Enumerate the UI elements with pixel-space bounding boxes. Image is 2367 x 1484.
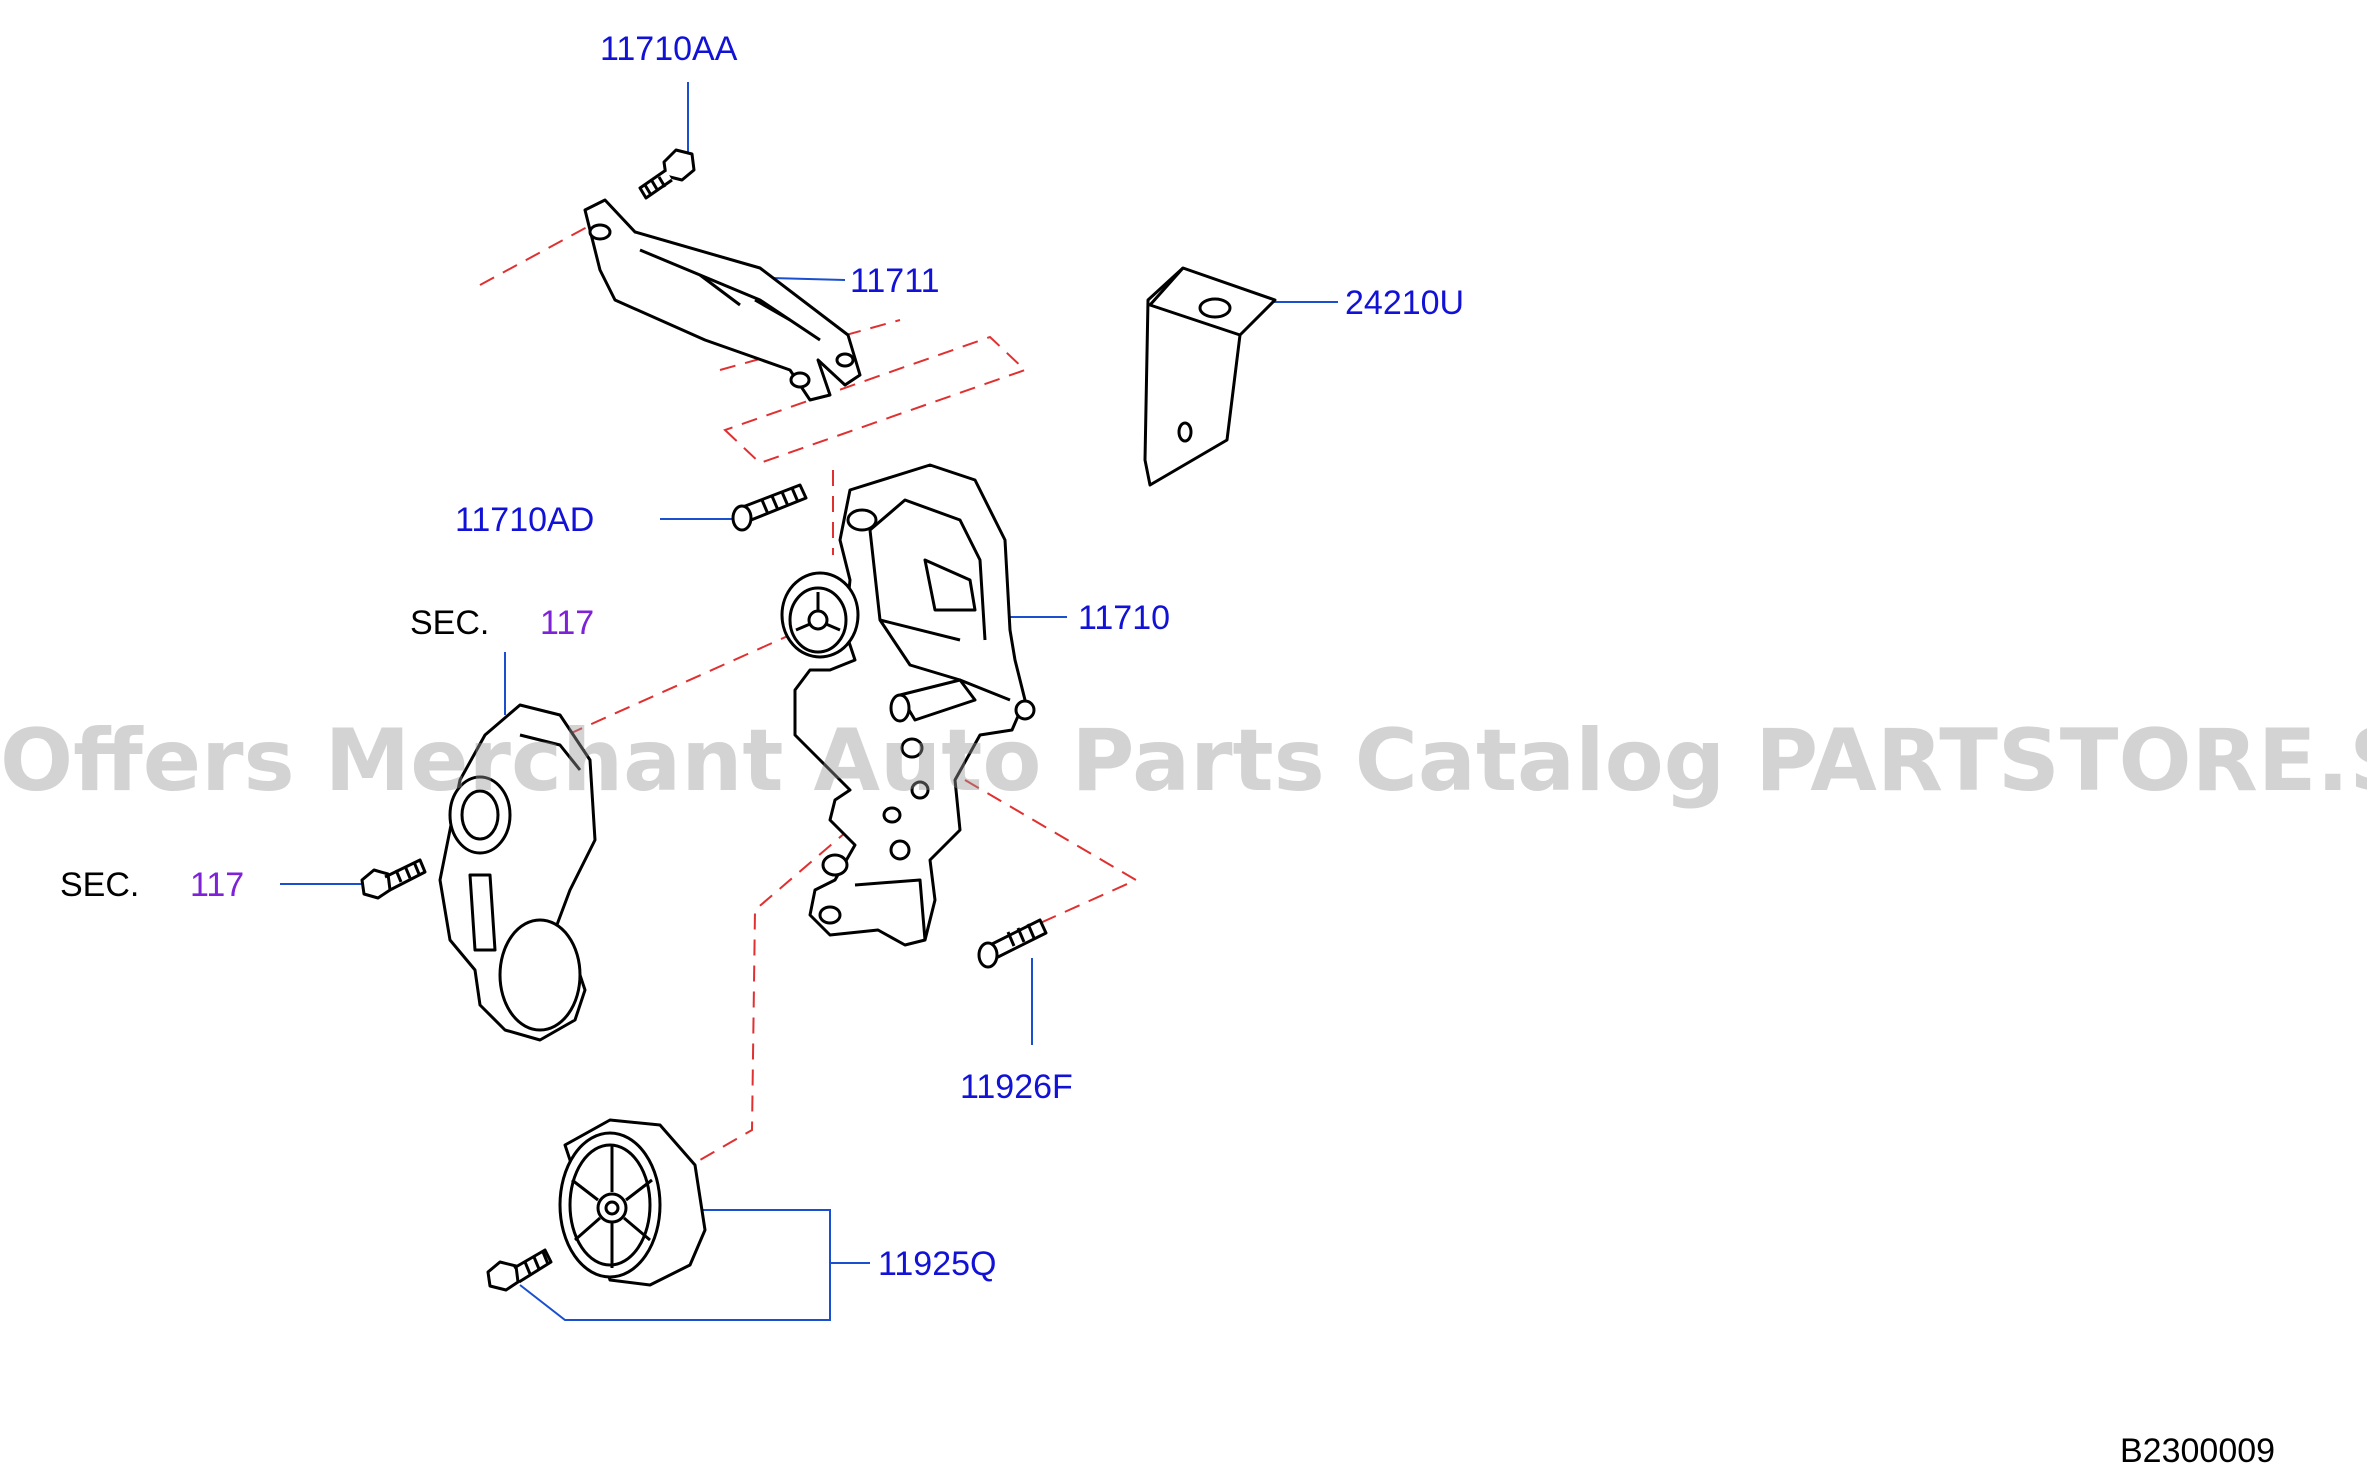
bolt-11710aa [638,148,696,200]
bolt-11710ad [731,483,808,532]
bolt-11926f [977,918,1048,969]
part-callout-11710ad[interactable]: 11710AD [455,501,595,539]
bolt-tensioner [360,858,427,900]
part-callout-24210u[interactable]: 24210U [1345,284,1465,322]
section-ref-number[interactable]: 117 [190,866,245,904]
bracket-11711 [583,198,862,402]
leader-lines [280,82,1338,1321]
section-ref-number[interactable]: 117 [540,604,595,642]
bolt-pulley [486,1248,553,1292]
part-callout-11710[interactable]: 11710 [1078,599,1171,637]
section-ref-label: SEC. [60,866,140,904]
belt-tensioner [438,703,597,1042]
main-bracket-11710 [780,463,1036,947]
part-callout-11711[interactable]: 11711 [850,262,940,300]
part-callout-11926f[interactable]: 11926F [960,1068,1073,1106]
part-callout-11925q[interactable]: 11925Q [878,1245,997,1283]
idler-pulley-11925q [558,1118,707,1287]
bracket-24210u [1143,266,1277,487]
line-art [360,148,1277,1292]
part-callout-11710aa[interactable]: 11710AA [600,30,738,68]
section-ref-label: SEC. [410,604,490,642]
diagram-id: B2300009 [2120,1432,2276,1470]
